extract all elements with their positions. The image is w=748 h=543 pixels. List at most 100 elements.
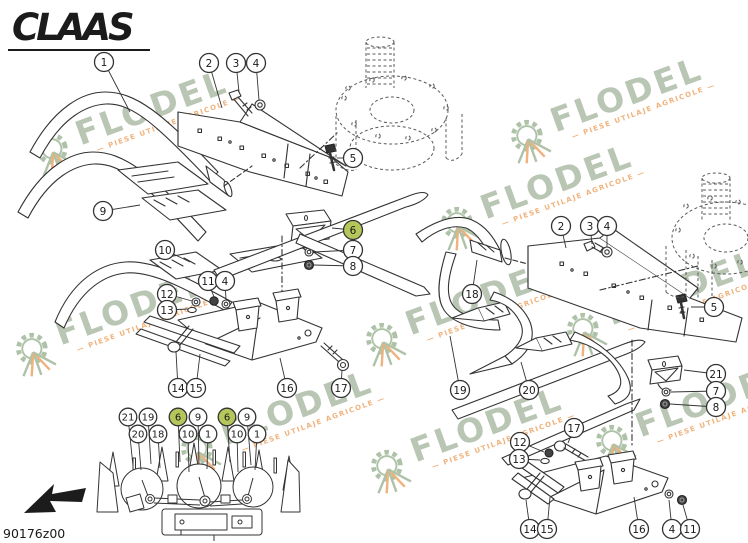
callout-20-overview-legend[interactable]: 20	[128, 424, 148, 471]
svg-text:7: 7	[713, 386, 720, 398]
callout-5-left-assembly[interactable]: 5	[337, 147, 364, 169]
svg-text:10: 10	[182, 430, 195, 441]
callout-14-right-assembly[interactable]: 14	[519, 499, 541, 540]
svg-text:12: 12	[160, 289, 173, 301]
callout-9-overview-legend[interactable]: 9	[188, 407, 208, 465]
svg-text:2: 2	[206, 58, 213, 70]
callout-15-left-assembly[interactable]: 15	[185, 353, 207, 399]
svg-text:20: 20	[132, 430, 145, 441]
callout-5-right-assembly[interactable]: 5	[691, 296, 725, 318]
svg-text:9: 9	[195, 413, 201, 424]
callout-8-left-assembly[interactable]: 8	[313, 255, 364, 277]
svg-text:21: 21	[709, 369, 722, 381]
callout-19-overview-legend[interactable]: 19	[138, 407, 158, 465]
claas-logo-graphic: CLAAS	[8, 6, 150, 51]
callout-16-left-assembly[interactable]: 16	[276, 357, 298, 399]
svg-text:5: 5	[350, 153, 357, 165]
callout-11-right-assembly[interactable]: 11	[679, 504, 701, 540]
svg-text:4: 4	[669, 524, 676, 536]
callout-14-left-assembly[interactable]: 14	[167, 351, 189, 399]
part-number: 90176z00	[3, 526, 66, 541]
callout-9-overview-legend[interactable]: 9	[237, 407, 257, 466]
svg-text:9: 9	[100, 206, 107, 218]
svg-text:9: 9	[244, 413, 250, 424]
direction-arrow-icon	[24, 484, 86, 513]
claas-logo-text: CLAAS	[12, 6, 133, 49]
svg-text:13: 13	[160, 305, 173, 317]
callout-1-overview-legend[interactable]: 1	[247, 424, 267, 471]
left-gearbox-phantom-drawing	[335, 36, 463, 171]
svg-text:13: 13	[512, 454, 525, 466]
callout-18-right-assembly[interactable]: 18	[461, 259, 483, 305]
callout-6-overview-legend[interactable]: 6	[217, 407, 237, 463]
svg-text:1: 1	[254, 430, 260, 441]
callout-11-left-assembly[interactable]: 11	[197, 270, 219, 298]
svg-text:18: 18	[465, 289, 478, 301]
callout-7-left-assembly[interactable]: 7	[313, 239, 364, 261]
svg-text:2: 2	[558, 221, 565, 233]
callout-13-right-assembly[interactable]: 13	[508, 448, 541, 470]
svg-text:3: 3	[587, 221, 594, 233]
svg-text:15: 15	[189, 383, 202, 395]
svg-text:19: 19	[142, 413, 155, 424]
svg-text:11: 11	[201, 276, 214, 288]
callout-18-overview-legend[interactable]: 18	[148, 424, 168, 469]
logo-underline	[8, 49, 150, 51]
callout-1-left-assembly[interactable]: 1	[93, 51, 131, 113]
callout-6-left-assembly[interactable]: 6	[331, 219, 364, 241]
callout-7-right-assembly[interactable]: 7	[670, 380, 727, 402]
callout-15-right-assembly[interactable]: 15	[536, 496, 558, 540]
callout-9-left-assembly[interactable]: 9	[92, 200, 141, 222]
svg-text:4: 4	[253, 58, 260, 70]
svg-text:6: 6	[224, 413, 230, 424]
callout-17-right-assembly[interactable]: 17	[563, 417, 585, 444]
svg-text:16: 16	[632, 524, 646, 536]
callout-19-right-assembly[interactable]: 19	[449, 335, 471, 401]
callout-21-right-assembly[interactable]: 21	[683, 363, 727, 385]
callout-2-left-assembly[interactable]: 2	[198, 52, 223, 109]
callout-8-right-assembly[interactable]: 8	[669, 396, 727, 418]
svg-text:1: 1	[205, 430, 211, 441]
svg-text:16: 16	[280, 383, 294, 395]
svg-text:10: 10	[158, 245, 171, 257]
svg-text:21: 21	[122, 413, 135, 424]
callout-4-left-assembly[interactable]: 4	[214, 270, 236, 301]
callout-4-right-assembly[interactable]: 4	[661, 499, 683, 540]
callout-16-right-assembly[interactable]: 16	[628, 496, 650, 540]
svg-text:3: 3	[233, 58, 240, 70]
svg-text:5: 5	[711, 302, 718, 314]
svg-text:17: 17	[567, 423, 580, 435]
callout-10-left-assembly[interactable]: 10	[154, 239, 191, 263]
svg-text:11: 11	[683, 524, 696, 536]
right-gearbox-phantom-drawing	[665, 172, 748, 304]
callout-21-overview-legend[interactable]: 21	[118, 407, 138, 467]
callout-3-left-assembly[interactable]: 3	[225, 52, 247, 93]
callout-13-left-assembly[interactable]: 13	[156, 299, 189, 321]
svg-text:6: 6	[350, 225, 357, 237]
svg-text:7: 7	[350, 245, 357, 257]
svg-text:20: 20	[522, 385, 535, 397]
claas-logo: CLAAS	[8, 4, 173, 60]
callout-17-left-assembly[interactable]: 17	[330, 369, 352, 399]
svg-text:19: 19	[453, 385, 466, 397]
right-assembly-drawing	[415, 216, 743, 515]
svg-text:18: 18	[152, 430, 165, 441]
cutterbar-overview-drawing	[96, 442, 301, 541]
callout-4-right-assembly[interactable]: 4	[596, 215, 618, 248]
svg-text:12: 12	[513, 437, 526, 449]
callout-4-left-assembly[interactable]: 4	[245, 52, 267, 101]
svg-text:4: 4	[222, 276, 229, 288]
callout-20-right-assembly[interactable]: 20	[518, 361, 540, 401]
svg-text:4: 4	[604, 221, 611, 233]
svg-text:6: 6	[175, 413, 181, 424]
callout-6-overview-legend[interactable]: 6	[168, 407, 188, 463]
svg-text:8: 8	[713, 402, 720, 414]
svg-text:14: 14	[171, 383, 185, 395]
callout-2-right-assembly[interactable]: 2	[550, 215, 572, 249]
svg-text:17: 17	[334, 383, 347, 395]
callout-10-overview-legend[interactable]: 10	[227, 424, 247, 473]
svg-text:10: 10	[231, 430, 244, 441]
